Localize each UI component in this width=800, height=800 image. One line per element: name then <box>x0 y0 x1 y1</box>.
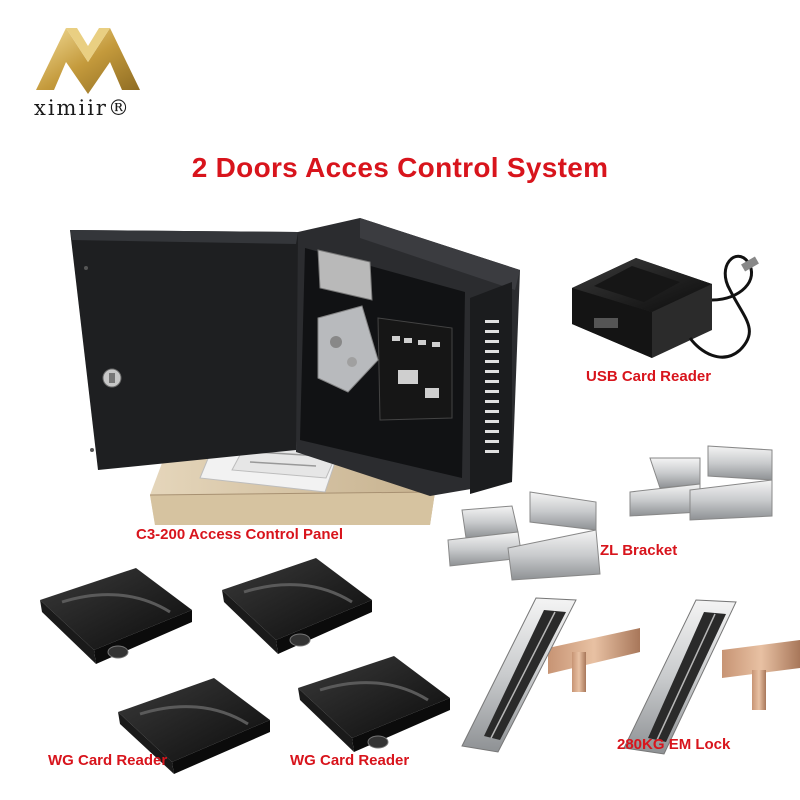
page-title: 2 Doors Acces Control System <box>191 152 609 183</box>
wg-card-reader-1 <box>40 568 192 664</box>
label-bracket: ZL Bracket <box>600 542 678 559</box>
usb-card-reader <box>572 254 759 359</box>
em-lock-2 <box>623 599 800 755</box>
label-wg-reader-right: WG Card Reader <box>290 752 410 769</box>
zl-bracket-right <box>629 445 773 521</box>
wg-card-reader-4 <box>298 656 450 752</box>
label-wg-reader-left: WG Card Reader <box>48 752 168 769</box>
brand-logo-icon <box>36 28 140 94</box>
label-usb-reader: USB Card Reader <box>586 368 712 385</box>
wg-card-reader-3 <box>118 678 270 774</box>
em-lock-1 <box>461 597 640 753</box>
zl-bracket-left <box>447 491 601 581</box>
label-em-lock: 280KG EM Lock <box>617 736 731 753</box>
label-panel: C3-200 Access Control Panel <box>136 526 344 543</box>
wg-card-reader-2 <box>222 558 372 654</box>
control-panel-cabinet <box>70 218 520 496</box>
brand-name: ximiir® <box>34 96 131 120</box>
